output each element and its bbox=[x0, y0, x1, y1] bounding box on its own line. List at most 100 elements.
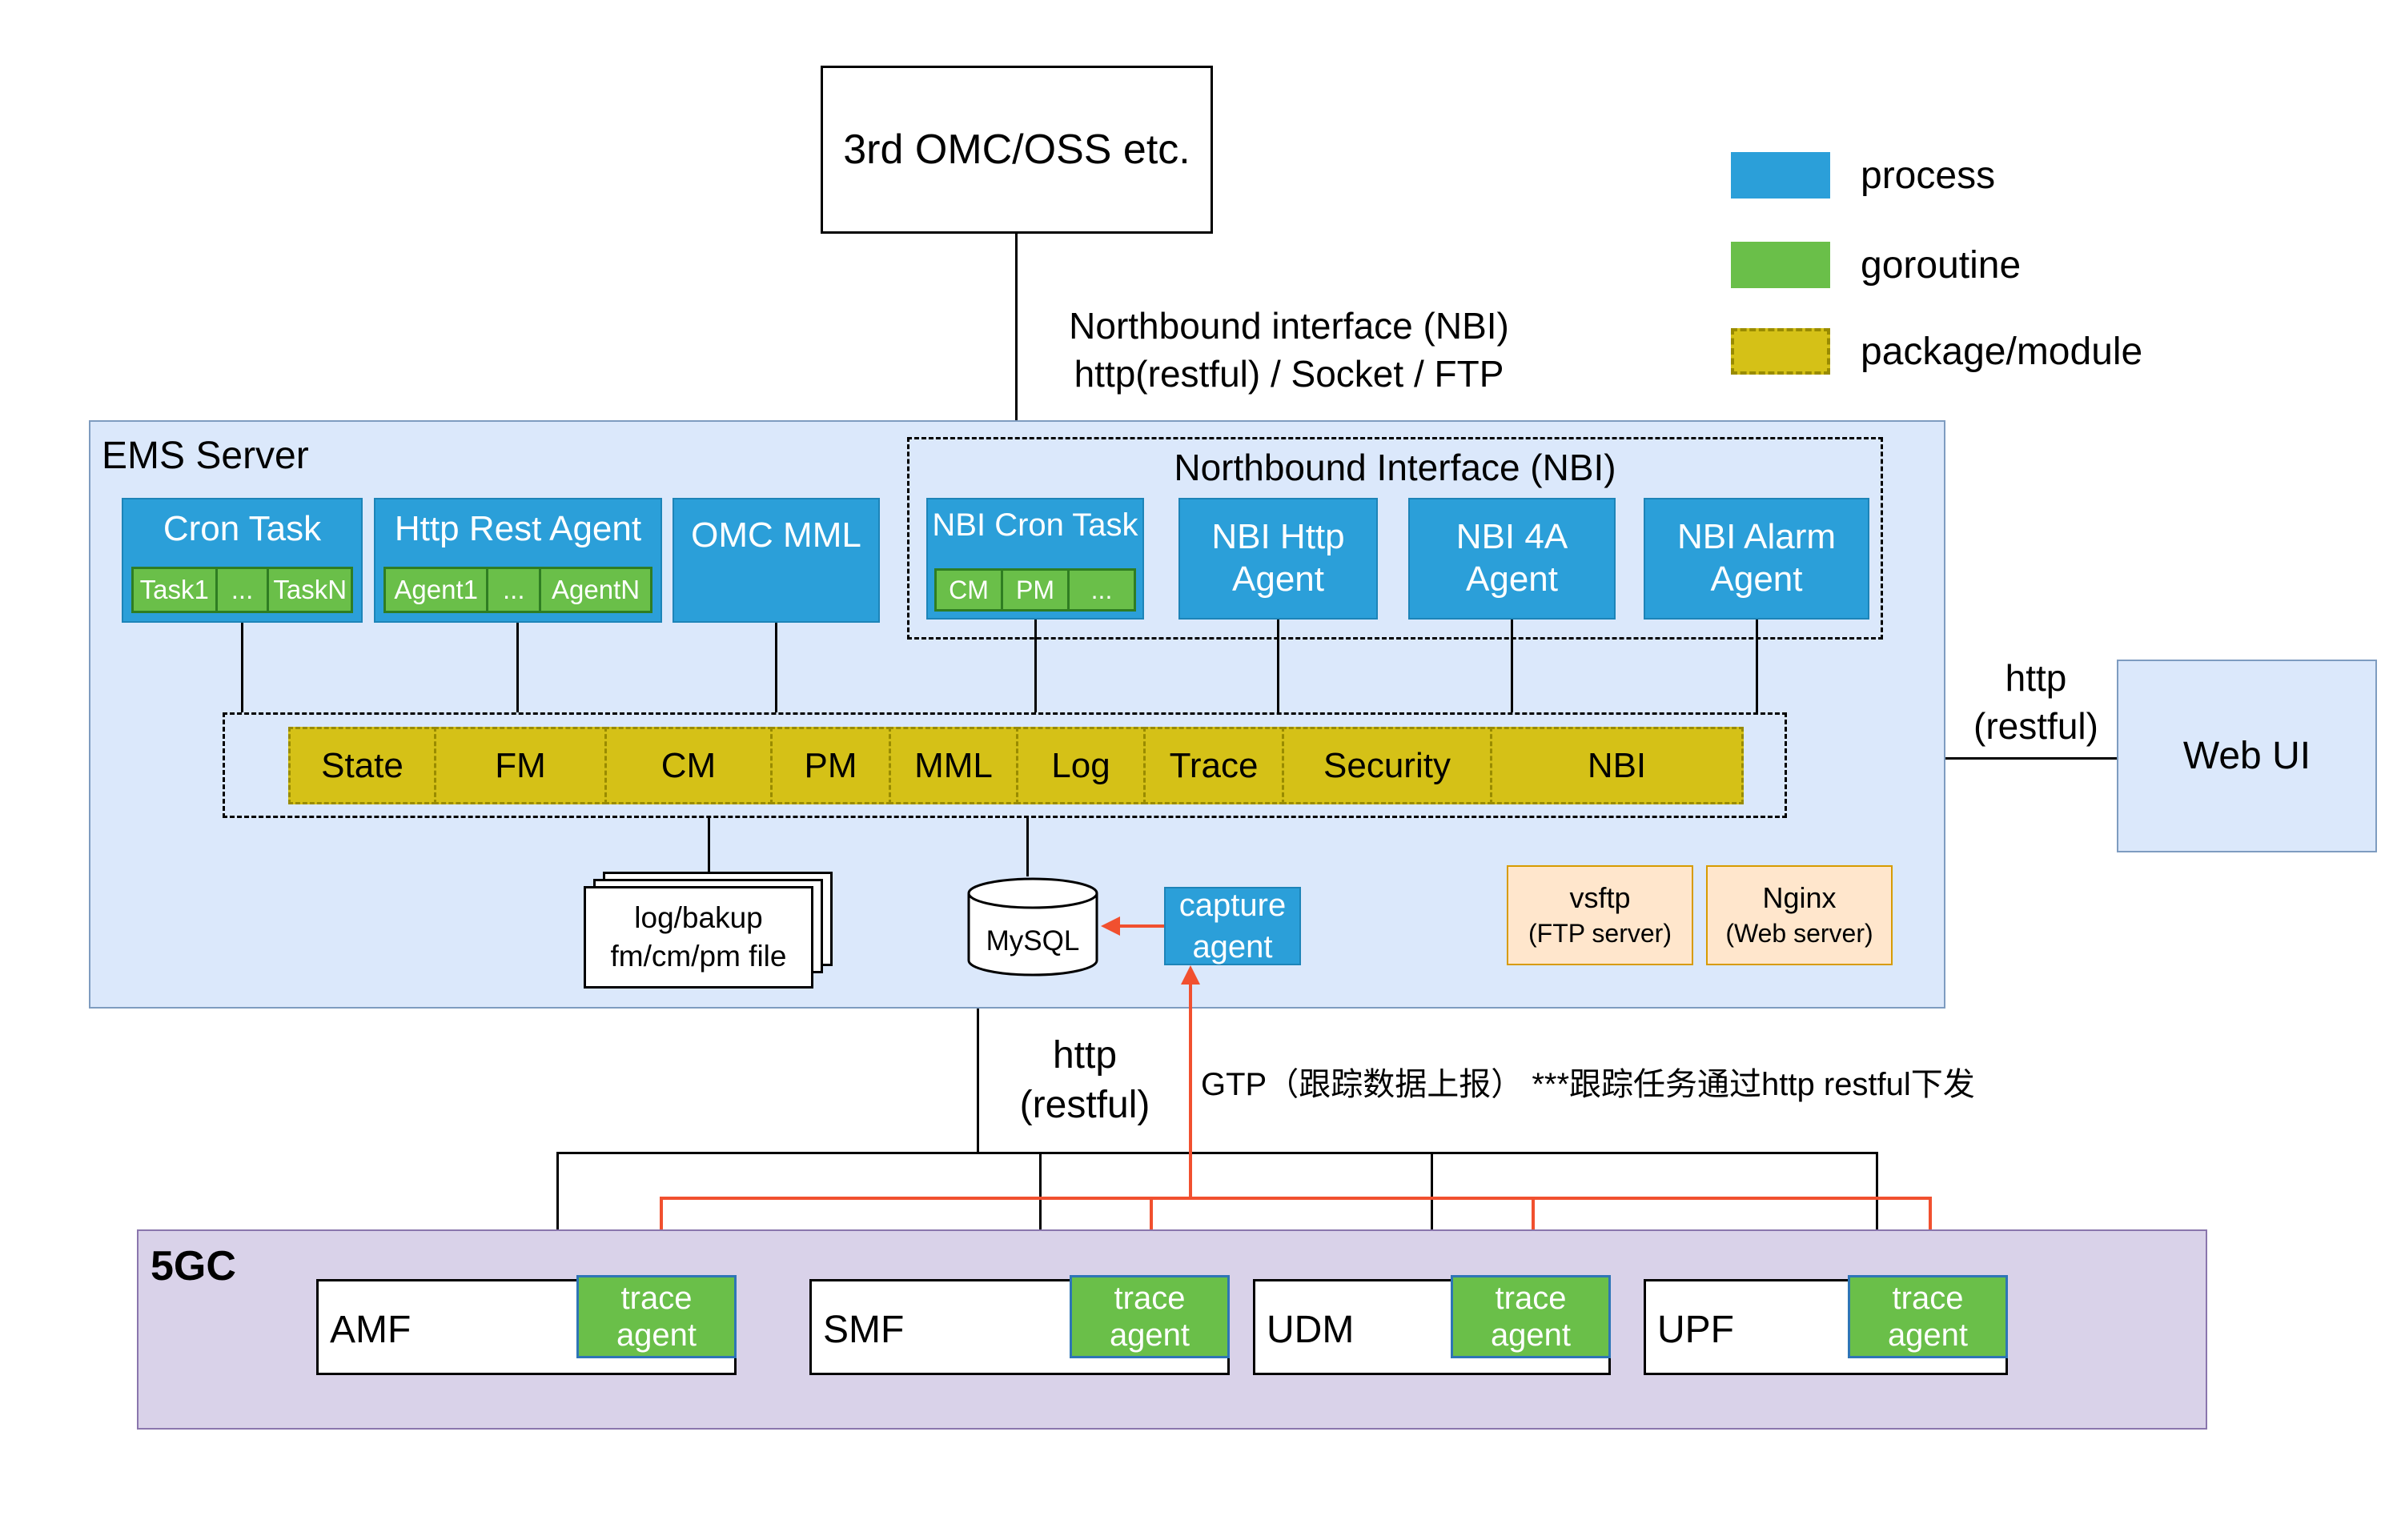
smf-trace-agent-line1: trace bbox=[1114, 1281, 1186, 1316]
connector-bus-files bbox=[708, 818, 710, 872]
arrowhead-into-mysql bbox=[1101, 916, 1120, 936]
upf-box: UPF trace agent bbox=[1644, 1275, 2008, 1375]
amf-box: AMF trace agent bbox=[316, 1275, 737, 1375]
file-stack: log/bakup fm/cm/pm file bbox=[584, 872, 833, 992]
udm-trace-agent: trace agent bbox=[1451, 1275, 1611, 1358]
nbi-group: Northbound Interface (NBI) bbox=[907, 437, 1883, 640]
nbi-http-agent-label: NBI Http Agent bbox=[1211, 517, 1345, 599]
connector-capture-to-mysql bbox=[1118, 924, 1164, 928]
third-party-omc-oss-box: 3rd OMC/OSS etc. bbox=[821, 66, 1213, 234]
amf-trace-agent: trace agent bbox=[576, 1275, 737, 1358]
connector-nbicron-bus bbox=[1034, 620, 1037, 712]
module-row: State FM CM PM MML Log Trace Security NB… bbox=[288, 727, 1744, 804]
connector-core-distribution bbox=[557, 1152, 1877, 1154]
omc-mml-title: OMC MML bbox=[691, 515, 861, 555]
agent1-goroutine: Agent1 bbox=[383, 567, 489, 613]
mysql-database: MySQL bbox=[965, 874, 1101, 980]
nbi-cron-task-box: NBI Cron Task CM PM ... bbox=[926, 498, 1144, 620]
nbi-4a-agent-box: NBI 4A Agent bbox=[1408, 498, 1616, 620]
udm-box: UDM trace agent bbox=[1253, 1275, 1611, 1375]
http-rest-agent-subrow: Agent1 ... AgentN bbox=[383, 567, 652, 613]
south-http-label-line2: (restful) bbox=[1019, 1084, 1150, 1127]
connector-nbi4a-bus bbox=[1511, 620, 1513, 712]
connector-ems-to-core bbox=[977, 1009, 979, 1152]
agent-ellipsis-goroutine: ... bbox=[486, 567, 542, 613]
process-legend-label: process bbox=[1861, 154, 1996, 197]
file-label-line2: fm/cm/pm file bbox=[610, 940, 787, 973]
state-module: State bbox=[288, 727, 436, 804]
connector-crontask-bus bbox=[241, 623, 243, 712]
connector-omcmml-bus bbox=[775, 623, 777, 712]
legend-item-goroutine: goroutine bbox=[1731, 242, 2021, 288]
nbi-4a-agent-label: NBI 4A Agent bbox=[1455, 517, 1568, 599]
connector-nbihttp-bus bbox=[1277, 620, 1279, 712]
nbi-http-agent-box: NBI Http Agent bbox=[1178, 498, 1378, 620]
trace-module: Trace bbox=[1143, 727, 1284, 804]
connector-drop-upf bbox=[1876, 1152, 1878, 1279]
mysql-label: MySQL bbox=[986, 925, 1080, 956]
capture-agent-label-line1: capture bbox=[1178, 888, 1287, 923]
nbi-link-label: Northbound interface (NBI) http(restful)… bbox=[1041, 303, 1537, 399]
legend-item-process: process bbox=[1731, 152, 1995, 199]
connector-drop-smf bbox=[1039, 1152, 1042, 1279]
nbi-group-title: Northbound Interface (NBI) bbox=[1174, 447, 1616, 488]
nbi-alarm-agent-box: NBI Alarm Agent bbox=[1644, 498, 1869, 620]
web-ui-label: Web UI bbox=[2182, 735, 2311, 777]
mml-module: MML bbox=[889, 727, 1018, 804]
fm-module: FM bbox=[434, 727, 607, 804]
gtp-trace-label: GTP（跟踪数据上报） ***跟踪任务通过http restful下发 bbox=[1201, 1067, 1975, 1102]
udm-label: UDM bbox=[1267, 1308, 1355, 1351]
task1-goroutine: Task1 bbox=[131, 567, 218, 613]
upf-label: UPF bbox=[1657, 1308, 1734, 1351]
nginx-server-box: Nginx (Web server) bbox=[1706, 865, 1893, 965]
goroutine-legend-swatch bbox=[1731, 242, 1830, 288]
udm-trace-agent-line2: agent bbox=[1490, 1317, 1572, 1353]
cron-task-box: Cron Task Task1 ... TaskN bbox=[122, 498, 363, 623]
nbi-link-label-line1: Northbound interface (NBI) bbox=[1069, 305, 1509, 347]
process-legend-swatch bbox=[1731, 152, 1830, 199]
cron-task-subrow: Task1 ... TaskN bbox=[131, 567, 353, 613]
database-cylinder-icon bbox=[967, 877, 1098, 977]
connector-omc-to-ems bbox=[1015, 234, 1018, 420]
http-rest-agent-title: Http Rest Agent bbox=[394, 509, 642, 548]
amf-trace-agent-line2: agent bbox=[616, 1317, 697, 1353]
webui-link-label: http (restful) bbox=[1960, 655, 2112, 751]
smf-trace-agent-line2: agent bbox=[1109, 1317, 1190, 1353]
cron-task-title: Cron Task bbox=[163, 509, 322, 548]
vsftp-label-line2: (FTP server) bbox=[1528, 919, 1672, 948]
trace-link-horizontal bbox=[660, 1197, 1932, 1200]
package-legend-swatch bbox=[1731, 328, 1830, 375]
web-ui-box: Web UI bbox=[2117, 660, 2377, 852]
pm-module: PM bbox=[770, 727, 891, 804]
upf-trace-agent-line2: agent bbox=[1887, 1317, 1969, 1353]
capture-agent-box: capture agent bbox=[1164, 887, 1301, 965]
vsftp-server-box: vsftp (FTP server) bbox=[1507, 865, 1693, 965]
south-http-label: http (restful) bbox=[1005, 1031, 1165, 1131]
http-rest-agent-box: Http Rest Agent Agent1 ... AgentN bbox=[374, 498, 662, 623]
smf-trace-agent: trace agent bbox=[1070, 1275, 1230, 1358]
upf-trace-agent-line1: trace bbox=[1892, 1281, 1964, 1316]
nginx-label-line1: Nginx bbox=[1762, 881, 1837, 915]
nbi-cron-task-title: NBI Cron Task bbox=[932, 507, 1138, 543]
vsftp-label-line1: vsftp bbox=[1569, 881, 1631, 915]
trace-link-to-capture bbox=[1189, 981, 1192, 1198]
capture-agent-label-line2: agent bbox=[1192, 929, 1273, 965]
connector-httprest-bus bbox=[516, 623, 519, 712]
smf-label: SMF bbox=[823, 1308, 905, 1351]
connector-ems-to-webui bbox=[1945, 757, 2117, 760]
upf-trace-agent: trace agent bbox=[1848, 1275, 2008, 1358]
amf-label: AMF bbox=[330, 1308, 412, 1351]
package-legend-label: package/module bbox=[1861, 330, 2143, 373]
core-5gc-title: 5GC bbox=[151, 1243, 236, 1289]
nbi-alarm-agent-label: NBI Alarm Agent bbox=[1676, 517, 1837, 599]
omc-mml-box: OMC MML bbox=[673, 498, 880, 623]
file-label-line1: log/bakup bbox=[634, 900, 763, 934]
udm-trace-agent-line1: trace bbox=[1495, 1281, 1567, 1316]
security-module: Security bbox=[1282, 727, 1492, 804]
south-http-label-line1: http bbox=[1052, 1034, 1118, 1077]
legend-item-package: package/module bbox=[1731, 328, 2142, 375]
connector-nbialarm-bus bbox=[1756, 620, 1758, 712]
task-ellipsis-goroutine: ... bbox=[215, 567, 270, 613]
cm-module: CM bbox=[604, 727, 773, 804]
log-module: Log bbox=[1016, 727, 1146, 804]
